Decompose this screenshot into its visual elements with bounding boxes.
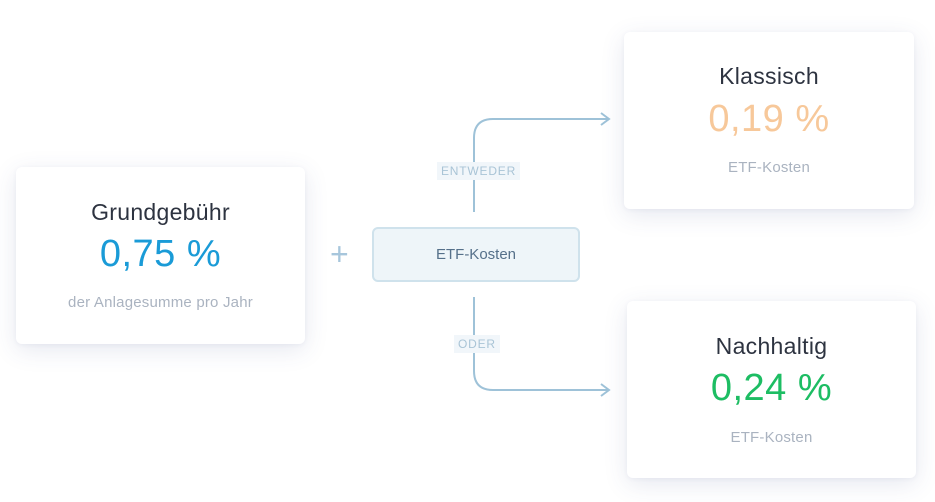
lower-connector-arrow [473, 297, 608, 391]
klassisch-value: 0,19 % [708, 98, 830, 140]
etf-costs-box: ETF-Kosten [372, 227, 580, 282]
lower-arrowhead [600, 383, 611, 397]
grundgebuehr-subtitle: der Anlagesumme pro Jahr [68, 294, 253, 311]
upper-arrowhead [600, 112, 611, 126]
grundgebuehr-card: Grundgebühr 0,75 % der Anlagesumme pro J… [16, 167, 305, 344]
klassisch-title: Klassisch [719, 63, 819, 89]
entweder-label: ENTWEDER [437, 162, 521, 180]
nachhaltig-card: Nachhaltig 0,24 % ETF-Kosten [627, 301, 916, 478]
grundgebuehr-value: 0,75 % [99, 233, 222, 275]
plus-sign: + [330, 236, 349, 272]
nachhaltig-subtitle: ETF-Kosten [730, 429, 813, 446]
klassisch-card: Klassisch 0,19 % ETF-Kosten [624, 32, 914, 209]
klassisch-subtitle: ETF-Kosten [727, 159, 811, 176]
upper-connector-arrow [473, 118, 608, 212]
nachhaltig-title: Nachhaltig [715, 333, 828, 359]
grundgebuehr-title: Grundgebühr [91, 199, 230, 225]
oder-label: ODER [454, 335, 500, 353]
nachhaltig-value: 0,24 % [710, 367, 833, 409]
